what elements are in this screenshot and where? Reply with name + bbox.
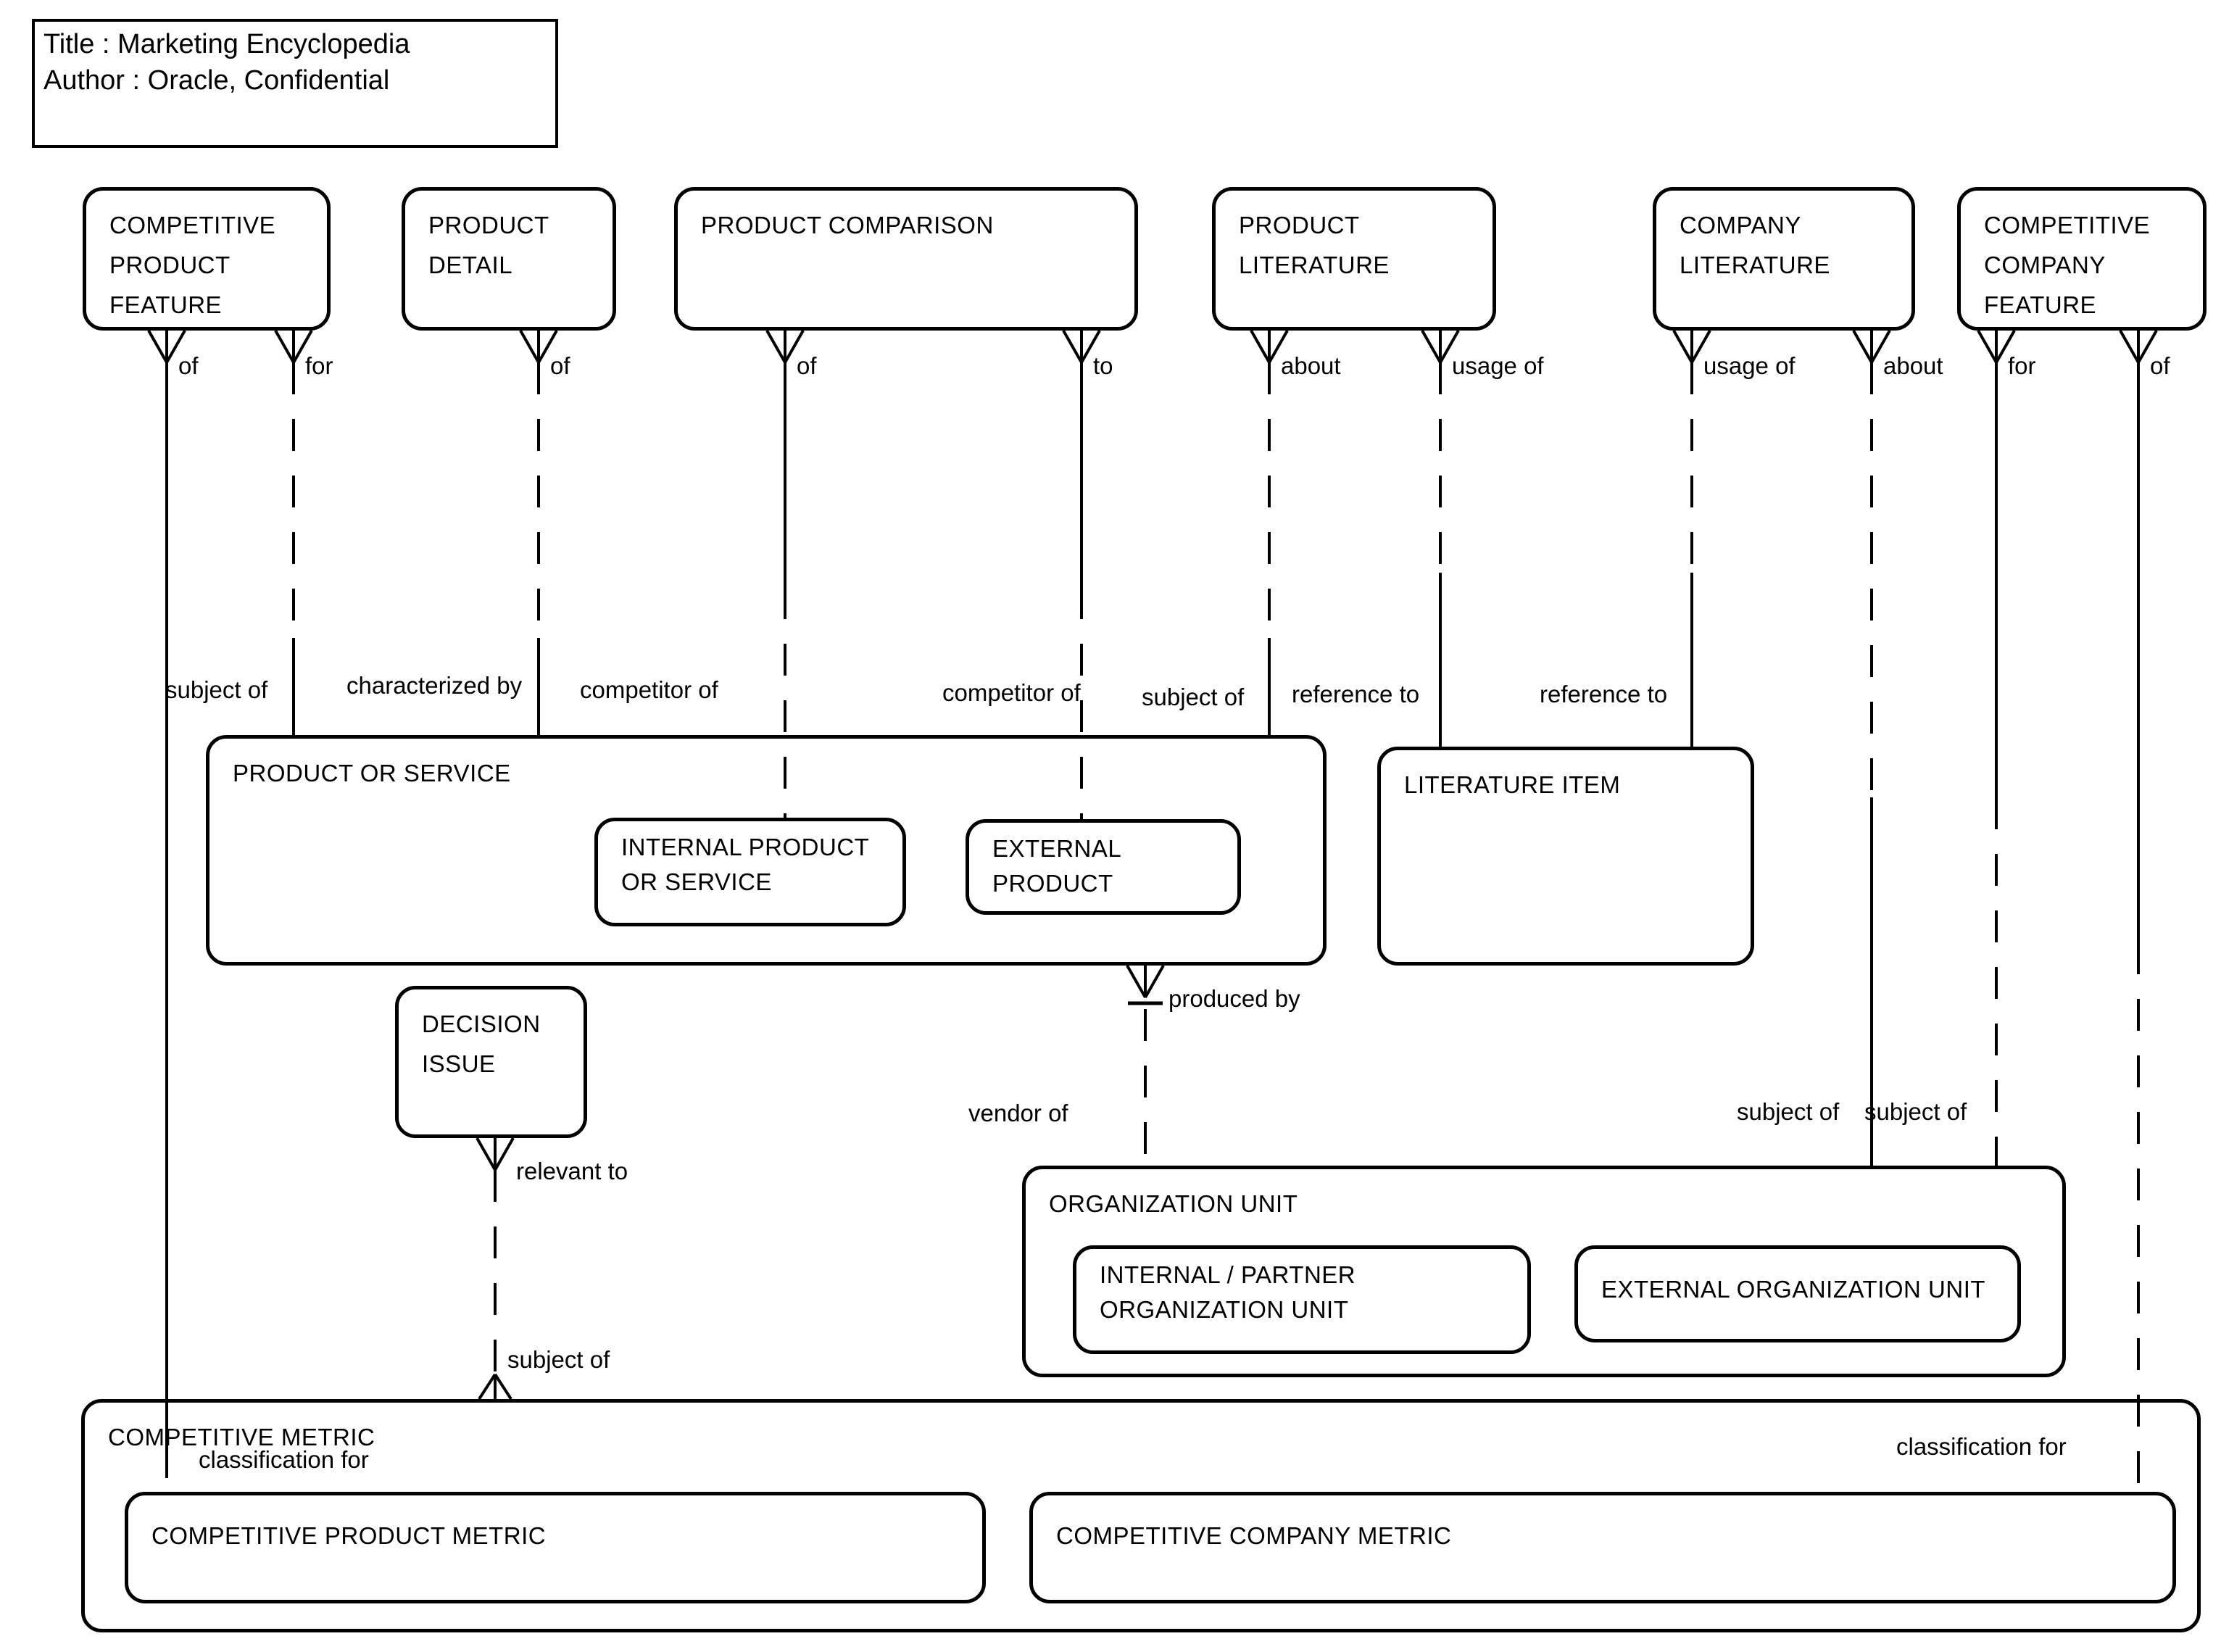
dashed-line-segments (165, 362, 2140, 1492)
entity-competitive-metric: COMPETITIVE METRIC (81, 1399, 2201, 1632)
entity-label: COMPANY LITERATURE (1680, 212, 1830, 278)
entity-literature-item: LITERATURE ITEM (1377, 747, 1754, 966)
rel-label-of: of (178, 352, 199, 379)
rel-label-produced-by: produced by (1168, 985, 1300, 1012)
entity-organization-unit: ORGANIZATION UNIT (1022, 1166, 2066, 1377)
rel-label-vendor-of: vendor of (968, 1100, 1068, 1126)
entity-external-product: EXTERNAL PRODUCT (966, 819, 1241, 915)
entity-label: PRODUCT COMPARISON (701, 212, 994, 238)
rel-label-subject-of: subject of (507, 1346, 610, 1373)
entity-label: PRODUCT OR SERVICE (233, 760, 511, 786)
entity-label: DECISION ISSUE (422, 1010, 541, 1077)
rel-label-for: for (305, 352, 333, 379)
entity-competitive-company-metric: COMPETITIVE COMPANY METRIC (1029, 1492, 2176, 1603)
entity-label: COMPETITIVE COMPANY FEATURE (1984, 212, 2151, 318)
entity-label: EXTERNAL ORGANIZATION UNIT (1601, 1276, 1986, 1303)
rel-label-for: for (2008, 352, 2036, 379)
rel-label-subject-of: subject of (1864, 1098, 1967, 1125)
entity-product-detail: PRODUCT DETAIL (402, 187, 616, 331)
rel-label-competitor-of: competitor of (580, 676, 718, 703)
entity-external-organization-unit: EXTERNAL ORGANIZATION UNIT (1574, 1245, 2021, 1342)
entity-competitive-product-metric: COMPETITIVE PRODUCT METRIC (125, 1492, 986, 1603)
diagram-author: Author : Oracle, Confidential (43, 65, 390, 96)
rel-label-classification-for: classification for (199, 1446, 369, 1473)
crows-feet-icons (147, 330, 2158, 1400)
entity-label: INTERNAL PRODUCT OR SERVICE (621, 834, 870, 895)
rel-label-reference-to: reference to (1292, 681, 1420, 707)
rel-label-of: of (550, 352, 570, 379)
rel-label-subject-of: subject of (1142, 684, 1245, 710)
solid-line-segments (165, 362, 2140, 1446)
entity-label: INTERNAL / PARTNER ORGANIZATION UNIT (1100, 1261, 1356, 1323)
rel-label-relevant-to: relevant to (516, 1158, 628, 1184)
entity-product-literature: PRODUCT LITERATURE (1212, 187, 1496, 331)
rel-label-usage-of: usage of (1452, 352, 1544, 379)
rel-label-competitor-of: competitor of (942, 679, 1081, 706)
entity-competitive-product-feature: COMPETITIVE PRODUCT FEATURE (83, 187, 331, 331)
entity-label: PRODUCT DETAIL (428, 212, 549, 278)
rel-label-about: about (1883, 352, 1943, 379)
entity-product-or-service: PRODUCT OR SERVICE (206, 735, 1327, 966)
entity-label: ORGANIZATION UNIT (1049, 1190, 1298, 1217)
rel-label-of: of (797, 352, 817, 379)
rel-label-to: to (1093, 352, 1113, 379)
entity-competitive-company-feature: COMPETITIVE COMPANY FEATURE (1957, 187, 2207, 331)
entity-label: COMPETITIVE PRODUCT METRIC (151, 1522, 547, 1549)
diagram-title-box: Title : Marketing Encyclopedia Author : … (32, 19, 558, 148)
entity-label: COMPETITIVE METRIC (108, 1424, 375, 1450)
entity-label: PRODUCT LITERATURE (1239, 212, 1390, 278)
entity-label: COMPETITIVE COMPANY METRIC (1056, 1522, 1452, 1549)
rel-label-of: of (2150, 352, 2170, 379)
entity-label: EXTERNAL PRODUCT (992, 835, 1122, 897)
rel-label-characterized-by: characterized by (346, 672, 523, 699)
diagram-title: Title : Marketing Encyclopedia (43, 29, 410, 59)
entity-label: COMPETITIVE PRODUCT FEATURE (109, 212, 276, 318)
entity-label: LITERATURE ITEM (1404, 771, 1621, 798)
rel-label-about: about (1281, 352, 1341, 379)
entity-product-comparison: PRODUCT COMPARISON (674, 187, 1138, 331)
rel-label-subject-of: subject of (165, 676, 268, 703)
entity-internal-partner-organization-unit: INTERNAL / PARTNER ORGANIZATION UNIT (1073, 1245, 1531, 1354)
rel-label-reference-to: reference to (1540, 681, 1668, 707)
rel-label-usage-of: usage of (1703, 352, 1796, 379)
entity-decision-issue: DECISION ISSUE (395, 986, 587, 1138)
rel-label-classification-for: classification for (1896, 1433, 2067, 1460)
entity-company-literature: COMPANY LITERATURE (1653, 187, 1915, 331)
rel-label-subject-of: subject of (1737, 1098, 1840, 1125)
entity-internal-product-or-service: INTERNAL PRODUCT OR SERVICE (594, 818, 906, 926)
